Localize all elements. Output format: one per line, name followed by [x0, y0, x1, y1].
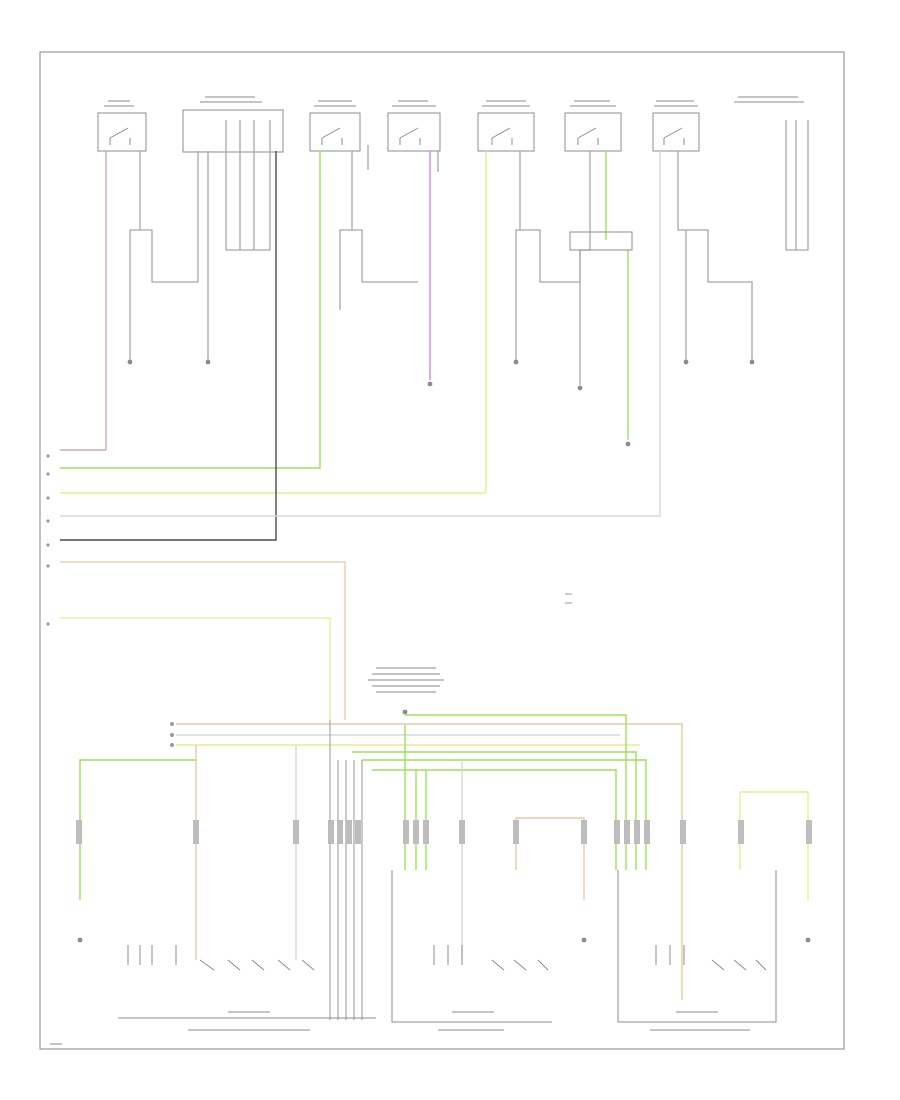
module-label-marks	[188, 1011, 750, 1031]
left-bundle	[329, 720, 363, 1020]
mid-wires	[60, 561, 346, 720]
lower-grounds	[77, 937, 811, 943]
diagram-frame	[39, 51, 845, 1050]
lower-bus	[79, 714, 809, 1000]
switch-box-1	[97, 112, 147, 152]
switch-box-4	[477, 112, 535, 152]
top-connector-boxes	[569, 231, 633, 251]
top-label-marks	[104, 96, 804, 107]
bus-terminals	[170, 722, 174, 747]
lower-modules	[118, 870, 777, 1023]
top-wires-colored	[60, 151, 661, 541]
rear-exterior-lamp-module	[391, 870, 552, 1023]
central-splice	[402, 709, 408, 715]
central-module-label	[368, 667, 444, 693]
top-grounds	[127, 359, 755, 447]
lock-box-1	[182, 109, 284, 153]
right-exterior-lamp-module	[617, 870, 777, 1023]
switch-box-6	[652, 112, 700, 152]
connector-blocks	[76, 820, 812, 844]
switch-box-3	[387, 112, 441, 152]
top-wires-grey	[129, 120, 809, 385]
lower-switch-contacts	[127, 945, 767, 971]
top-switch-row	[97, 109, 700, 153]
connector-box	[569, 231, 633, 251]
switch-contacts	[109, 127, 685, 145]
legend	[565, 593, 572, 604]
switch-box-2	[309, 112, 361, 152]
left-terminals	[46, 454, 50, 626]
switch-box-5	[564, 112, 622, 152]
